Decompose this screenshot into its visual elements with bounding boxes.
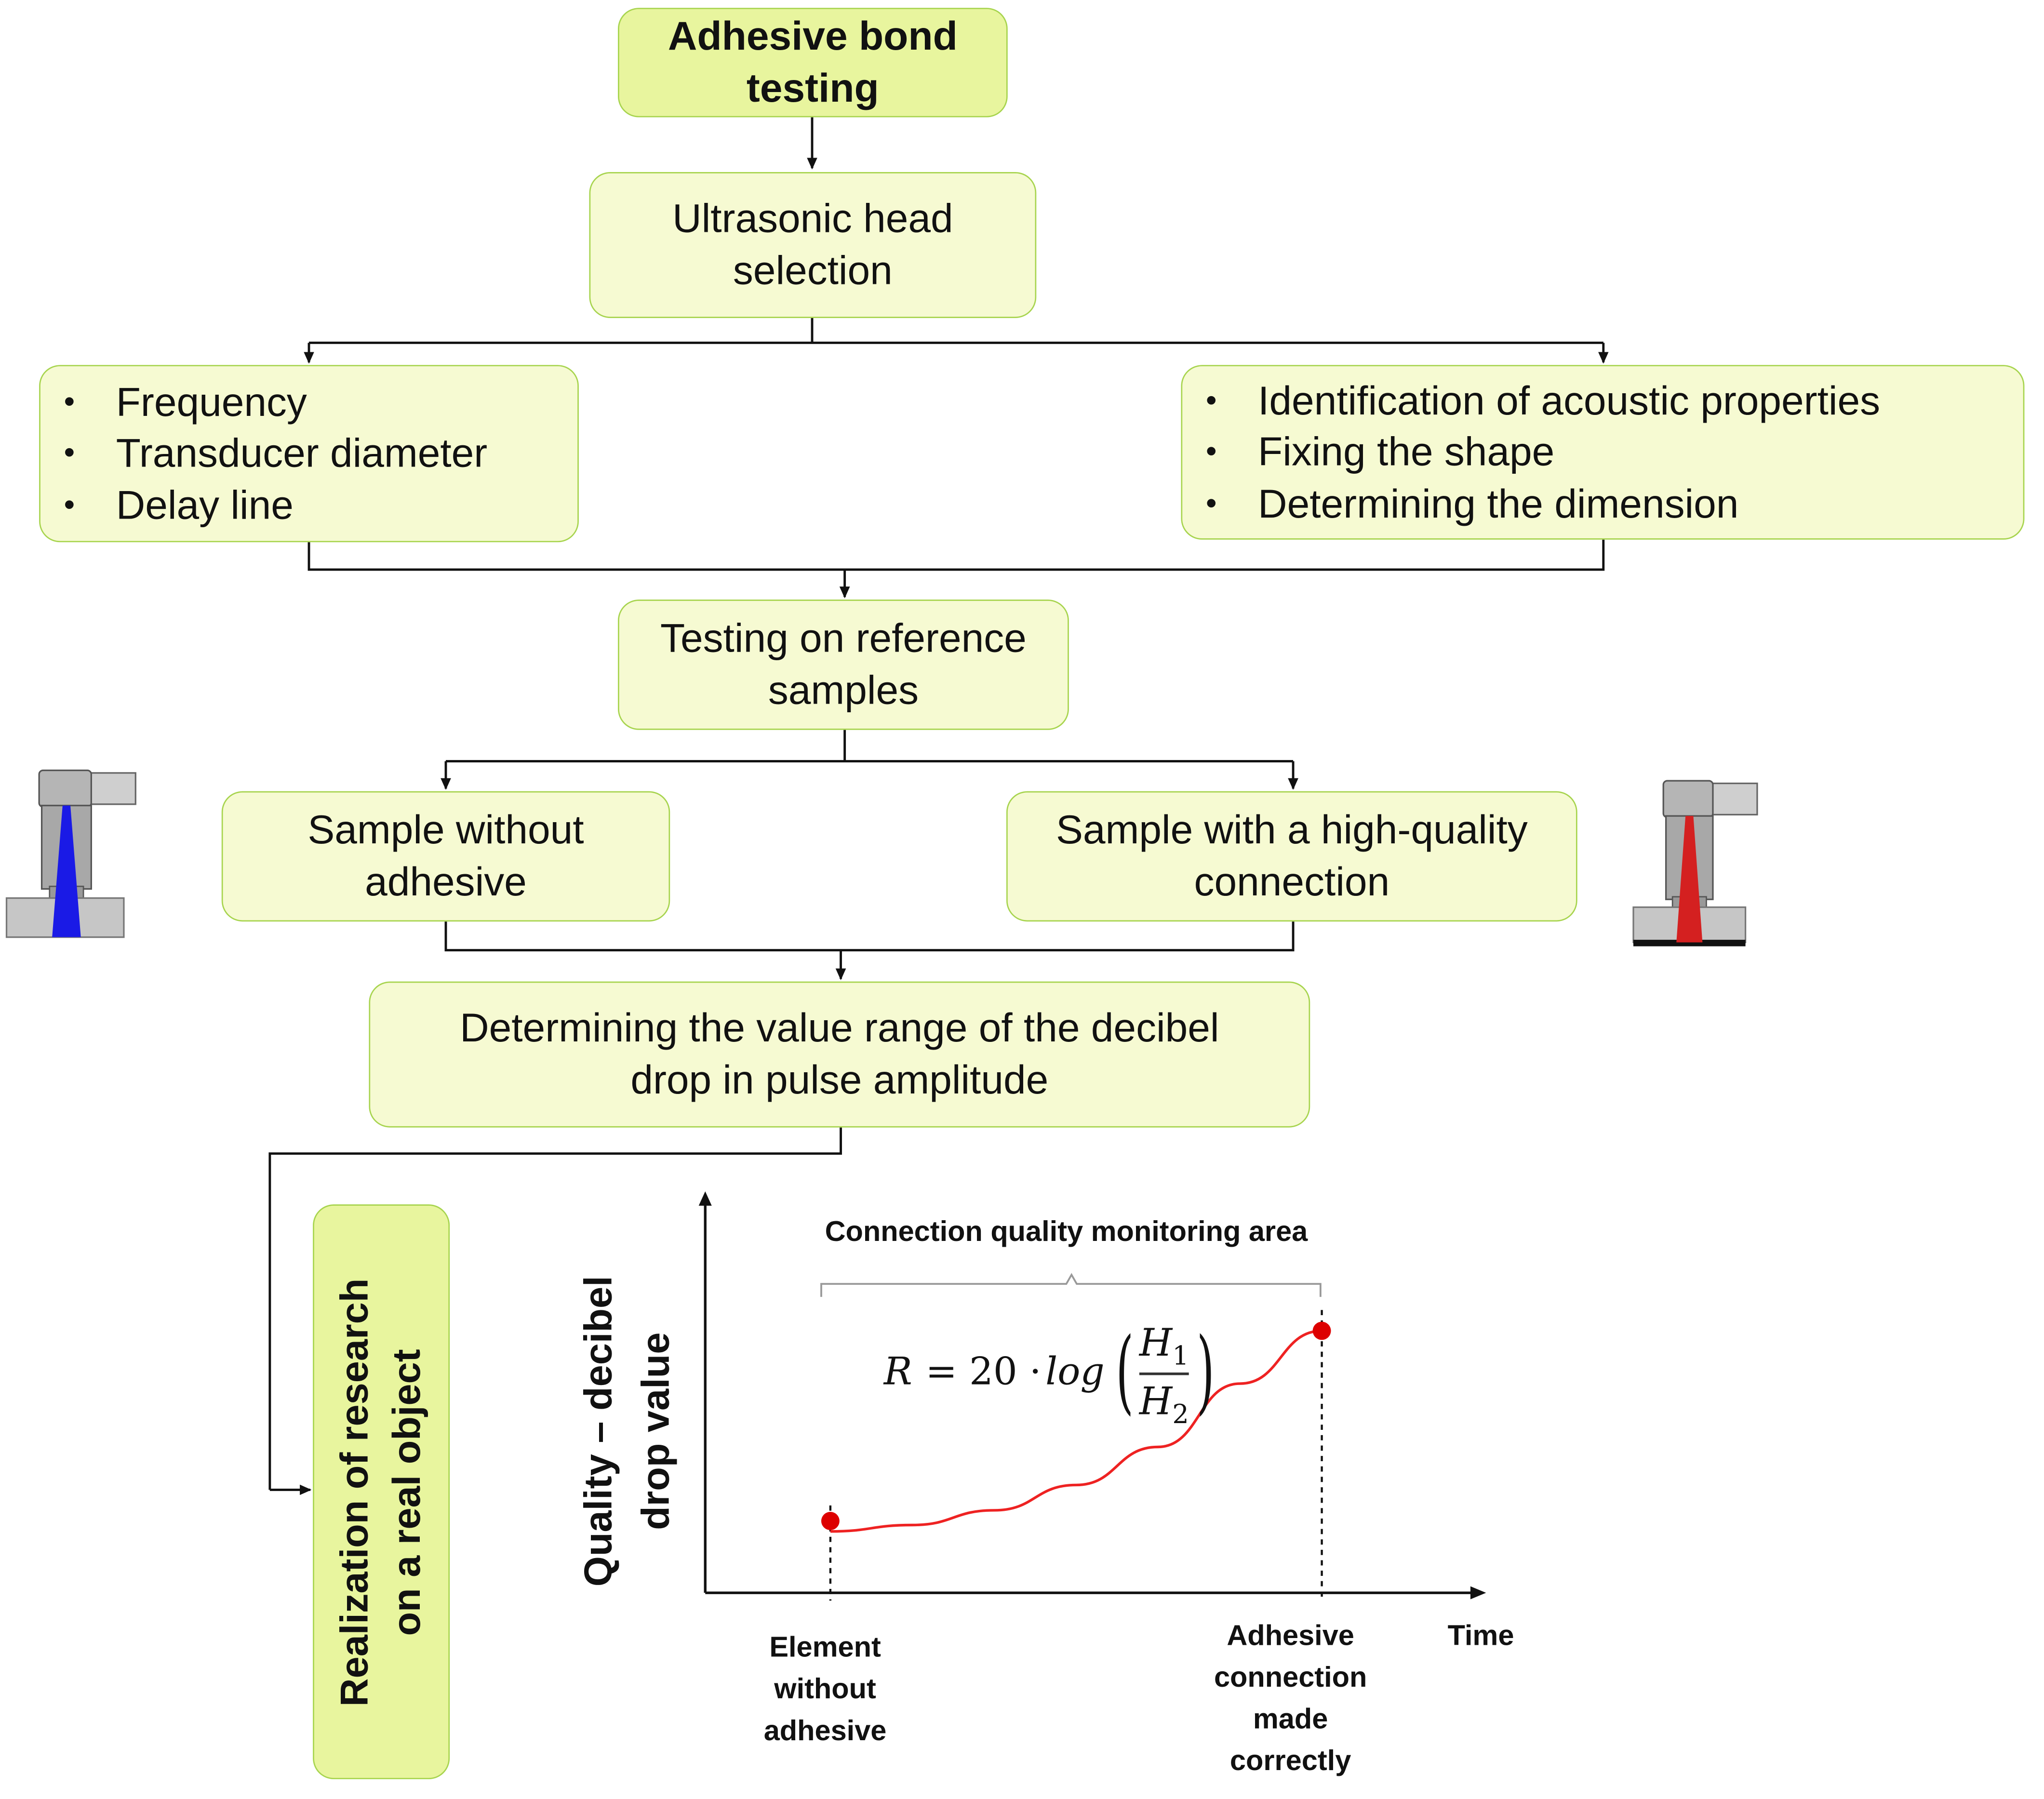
ultrasonic-probe-icon [5, 769, 136, 938]
fraction-bar [1139, 1373, 1189, 1375]
list-item: Frequency [64, 376, 488, 428]
probe-connector [1709, 782, 1758, 816]
probe-connector [88, 772, 136, 805]
list-item: Transducer diameter [64, 428, 488, 480]
list-item: Fixing the shape [1206, 426, 1880, 478]
chart-title: Connection quality monitoring area [825, 1214, 1308, 1248]
adhesive-layer [1633, 940, 1746, 946]
ultrasonic-beam [52, 805, 81, 937]
formula: R = 20 · log ( H1 H2 ) [884, 1317, 1223, 1434]
ultrasonic-beam [1676, 816, 1703, 943]
title-box: Adhesive bond testing [618, 8, 1008, 118]
determining-range-box: Determining the value range of the decib… [369, 981, 1310, 1128]
formula-close-paren: ) [1196, 1318, 1215, 1425]
formula-lhs: R [883, 1349, 912, 1394]
sample-with-label: Sample with a high-quality connection [1055, 807, 1528, 905]
title-label: Adhesive bond testing [668, 13, 958, 111]
x-marker-label-start: Element without adhesive [763, 1630, 887, 1747]
series-line [830, 1329, 1322, 1533]
sample-with-box: Sample with a high-quality connection [1006, 791, 1577, 922]
right-params-list: Identification of acoustic properties Fi… [1182, 375, 1880, 530]
sample-without-label: Sample without adhesive [307, 807, 584, 905]
realization-box: Realization of research on a real object [313, 1204, 450, 1779]
list-item: Identification of acoustic properties [1206, 375, 1880, 426]
y-axis-label: Quality – decibel drop value [577, 1276, 678, 1587]
monitoring-area-brace [820, 1273, 1322, 1297]
ultrasonic-probe-icon [1632, 780, 1758, 946]
formula-open-paren: ( [1116, 1318, 1134, 1425]
formula-fn: log [1045, 1349, 1105, 1394]
data-point-start [821, 1512, 840, 1531]
left-params-list: Frequency Transducer diameter Delay line [40, 376, 488, 531]
formula-denominator: H2 [1139, 1379, 1189, 1430]
left-params-box: Frequency Transducer diameter Delay line [39, 365, 579, 543]
head-selection-label: Ultrasonic head selection [672, 195, 953, 293]
x-axis-arrow [1470, 1586, 1486, 1599]
sample-without-box: Sample without adhesive [221, 791, 670, 922]
x-marker-label-end: Adhesive connection made correctly [1214, 1619, 1367, 1777]
data-point-end [1312, 1321, 1331, 1340]
head-selection-box: Ultrasonic head selection [589, 172, 1037, 318]
list-item: Delay line [64, 480, 488, 531]
formula-numerator: H1 [1139, 1320, 1189, 1371]
y-axis-arrow [698, 1191, 712, 1206]
reference-testing-box: Testing on reference samples [618, 600, 1069, 730]
list-item: Determining the dimension [1206, 478, 1880, 530]
determining-range-label: Determining the value range of the decib… [460, 1005, 1219, 1103]
formula-eq: = 20 · [925, 1349, 1042, 1394]
x-axis-label: Time [1447, 1619, 1514, 1652]
reference-testing-label: Testing on reference samples [660, 615, 1027, 713]
right-params-box: Identification of acoustic properties Fi… [1181, 365, 2025, 540]
